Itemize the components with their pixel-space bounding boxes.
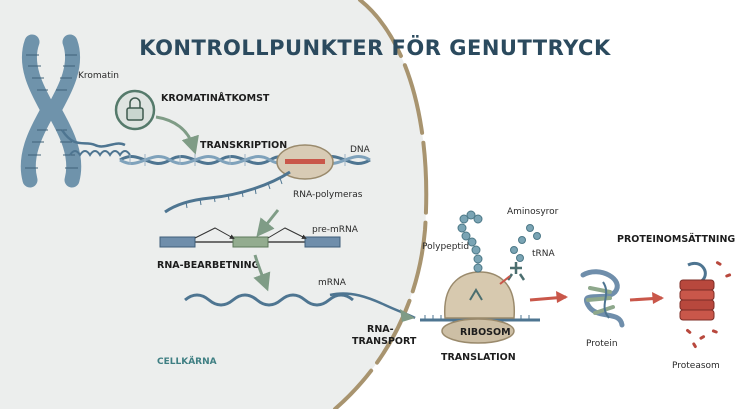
rna-bearbetning-label: RNA-BEARBETNING (157, 260, 260, 271)
chromosome-icon (20, 34, 82, 188)
trna-label: tRNA (532, 249, 556, 259)
amino-acids (510, 224, 541, 262)
nucleus (0, 0, 429, 409)
mrna (184, 293, 354, 307)
dna-label: DNA (350, 145, 371, 155)
kromatin-label: Kromatin (78, 71, 119, 81)
transkription-label: TRANSKRIPTION (200, 140, 287, 151)
protein-label: Protein (586, 339, 618, 349)
rna-transport-label-2: TRANSPORT (352, 336, 417, 347)
polypeptid-label: Polypeptid (422, 242, 469, 252)
pre-mrna (159, 227, 341, 248)
aminosyror-label: Aminosyror (507, 207, 559, 217)
lock-icon (114, 89, 156, 131)
page-title: KONTROLLPUNKTER FÖR GENUTTRYCK (139, 35, 611, 60)
pre-mrna-label: pre-mRNA (312, 225, 359, 235)
polypeptide-chain (457, 210, 483, 273)
ribosome-icon (420, 271, 540, 344)
proteasom-label: Proteasom (672, 361, 720, 371)
protein-icon (580, 269, 625, 328)
kromatinatkomst-label: KROMATINÅTKOMST (161, 93, 270, 104)
rna-polymerase-icon (276, 144, 334, 180)
proteinomsattning-label: PROTEINOMSÄTTNING (617, 234, 735, 245)
cellkarna-label: CELLKÄRNA (157, 356, 217, 367)
rna-transport-label-1: RNA- (367, 324, 394, 335)
mrna-label: mRNA (318, 278, 347, 288)
rna-polymeras-label: RNA-polymeras (293, 190, 363, 200)
trna-icon (506, 262, 526, 281)
ribosom-label: RIBOSOM (460, 327, 511, 338)
proteasome-icon (679, 261, 732, 349)
translation-label: TRANSLATION (441, 352, 516, 363)
